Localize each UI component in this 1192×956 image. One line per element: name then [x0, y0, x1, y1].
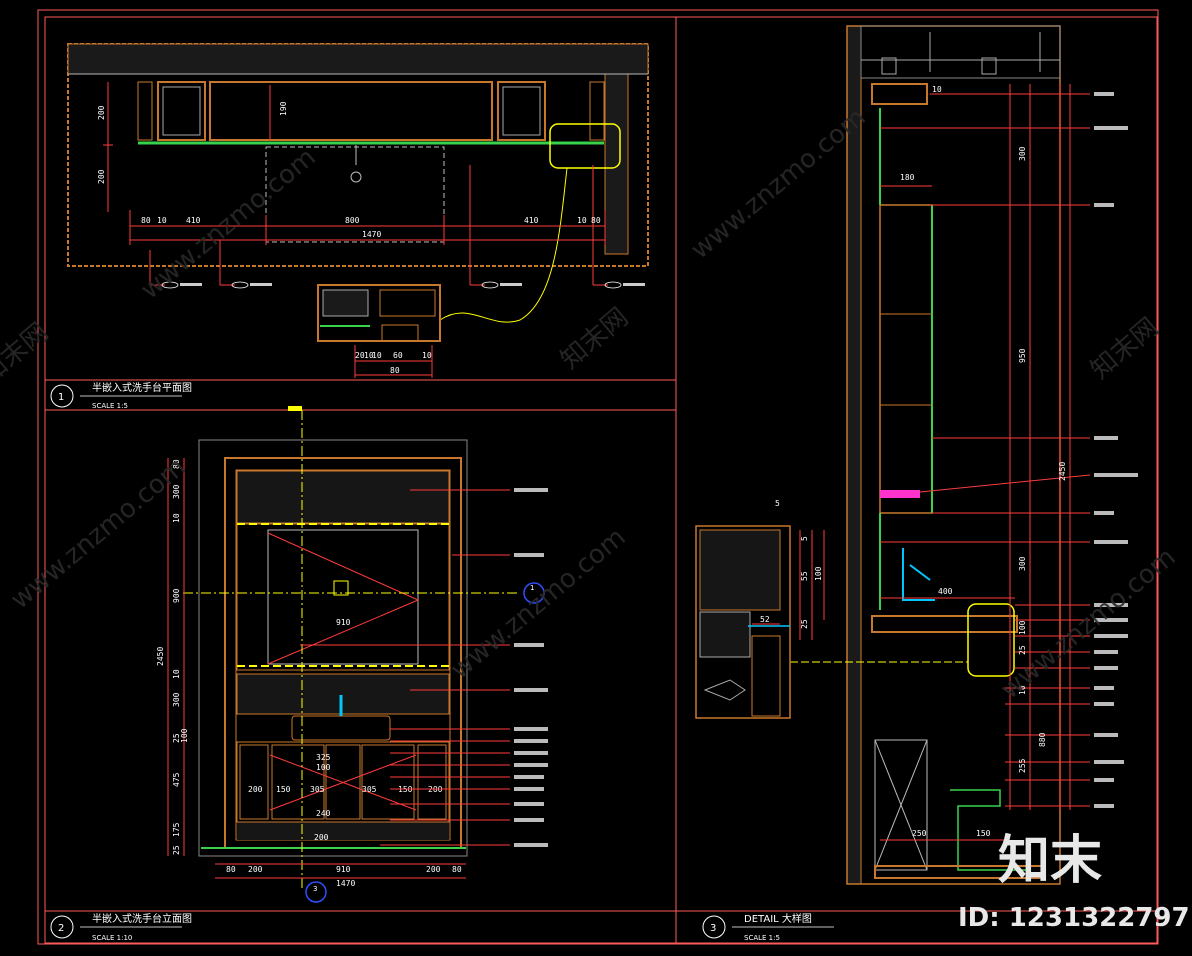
detail-dim-400: 400	[938, 587, 953, 596]
plan-dim-left-1: 200	[97, 105, 106, 120]
detail-dim-880: 880	[1038, 732, 1047, 747]
section-marker-3-a: 3	[313, 885, 317, 893]
detail-dim-2450: 2450	[1058, 462, 1067, 481]
detail-dim-25: 25	[1018, 645, 1027, 655]
watermark-site-3: www.znzmo.com	[445, 522, 631, 685]
plan-dim-row-2: 410	[186, 216, 201, 225]
elev-stack-0: 240	[316, 809, 331, 818]
elev-dim-2: 10	[172, 513, 181, 523]
detail-sub-4: 25	[800, 619, 809, 629]
watermark-cn-1: 知末网	[0, 317, 54, 390]
detail-sub-0: 5	[775, 499, 780, 508]
plan-small-0: 20	[355, 351, 365, 360]
elev-bottom-3: 200	[426, 865, 441, 874]
elev-dim-5: 300	[172, 692, 181, 707]
detail-dim-255: 255	[1018, 758, 1027, 773]
elev-mirror-width: 910	[336, 618, 351, 627]
elev-bottom-2: 910	[336, 865, 351, 874]
elev-dim-6: 25	[172, 733, 181, 743]
panel-2-title: 半嵌入式洗手台立面图	[92, 912, 192, 925]
drawing-frame	[37, 9, 1159, 945]
plan-dim-total: 1470	[362, 230, 381, 239]
detail-dim-100: 100	[1018, 620, 1027, 635]
detail-dim-top: 10	[932, 85, 942, 94]
elev-total-h: 1470	[336, 879, 355, 888]
elev-dim-10: 25	[172, 845, 181, 855]
plan-dim-row-4: 410	[524, 216, 539, 225]
section-marker-1-a: 1	[530, 584, 534, 592]
panel-2-scale: SCALE 1:10	[92, 934, 132, 942]
panel-3-title-block: 3 DETAIL 大样图 SCALE 1:5	[702, 912, 834, 942]
watermark-site-4: www.znzmo.com	[685, 102, 871, 265]
detail-sub-2: 55	[800, 571, 809, 581]
plan-dim-row-0: 80	[141, 216, 151, 225]
detail-dim-950: 950	[1018, 348, 1027, 363]
detail-dim-300b: 300	[1018, 556, 1027, 571]
plan-dim-left-2: 200	[97, 169, 106, 184]
plan-small-2: 10	[372, 351, 382, 360]
detail-dim-300: 300	[1018, 146, 1027, 161]
elev-stack-2: 325	[316, 753, 331, 762]
panel-3-title: DETAIL 大样图	[744, 912, 812, 925]
elev-dim-9: 175	[172, 822, 181, 837]
watermark-cn-3: 知末网	[1085, 312, 1164, 385]
elevation-view: 1 3 80 300 10 900 10 300 25 100 475 175 …	[156, 406, 548, 903]
elev-bottom-0: 80	[226, 865, 236, 874]
brand-id: ID: 1231322797	[958, 903, 1190, 933]
panel-3-number: 3	[710, 923, 716, 934]
plan-small-1: 10	[364, 351, 374, 360]
plan-dim-row-1: 10	[157, 216, 167, 225]
detail-dim-150: 150	[976, 829, 991, 838]
elev-dim-8: 475	[172, 772, 181, 787]
detail-dim-10: 10	[1018, 685, 1027, 695]
plan-view: 200 200 190 80 10 410 800 410 10 80 1470	[67, 43, 649, 378]
panel-3-scale: SCALE 1:5	[744, 934, 780, 942]
plan-small-3: 60	[393, 351, 403, 360]
elev-stack-3: 200	[314, 833, 329, 842]
panel-2-title-block: 2 半嵌入式洗手台立面图 SCALE 1:10	[50, 912, 192, 942]
elev-inner-0: 200	[248, 785, 263, 794]
elev-stack-1: 100	[316, 763, 331, 772]
plan-dim-mid: 190	[279, 101, 288, 116]
plan-small-total: 80	[390, 366, 400, 375]
elev-dim-4: 10	[172, 669, 181, 679]
plan-dim-row-6: 80	[591, 216, 601, 225]
panel-1-title-block: 1 半嵌入式洗手台平面图 SCALE 1:5	[50, 381, 192, 410]
elev-inner-3: 305	[362, 785, 377, 794]
detail-sub-5: 52	[760, 615, 770, 624]
elev-dim-1: 300	[172, 484, 181, 499]
detail-dim-180: 180	[900, 173, 915, 182]
elev-inner-2: 305	[310, 785, 325, 794]
panel-2-number: 2	[58, 923, 64, 934]
elev-dim-3: 900	[172, 588, 181, 603]
elev-dim-0: 80	[172, 459, 181, 469]
panel-1-scale: SCALE 1:5	[92, 402, 128, 410]
elev-bottom-4: 80	[452, 865, 462, 874]
elev-dim-total: 2450	[156, 647, 165, 666]
detail-view: 10 180 300 950 300 2450 400 100 25 10 88…	[695, 25, 1138, 885]
watermark-site-2: www.znzmo.com	[5, 452, 191, 615]
elev-bottom-1: 200	[248, 865, 263, 874]
watermarks: www.znzmo.com 知末网 www.znzmo.com www.znzm…	[0, 102, 1182, 705]
watermark-cn-2: 知末网	[555, 302, 634, 375]
panel-1-title: 半嵌入式洗手台平面图	[92, 381, 192, 394]
panel-1-number: 1	[58, 392, 64, 403]
detail-dim-250: 250	[912, 829, 927, 838]
plan-small-4: 10	[422, 351, 432, 360]
detail-sub-3: 100	[814, 566, 823, 581]
plan-dim-row-5: 10	[577, 216, 587, 225]
brand-logo: 知末	[998, 831, 1102, 891]
detail-sub-1: 5	[800, 536, 809, 541]
brand-block: 知末 ID: 1231322797	[958, 831, 1190, 933]
elev-dim-7: 100	[180, 728, 189, 743]
elev-inner-1: 150	[276, 785, 291, 794]
plan-dim-row-3: 800	[345, 216, 360, 225]
